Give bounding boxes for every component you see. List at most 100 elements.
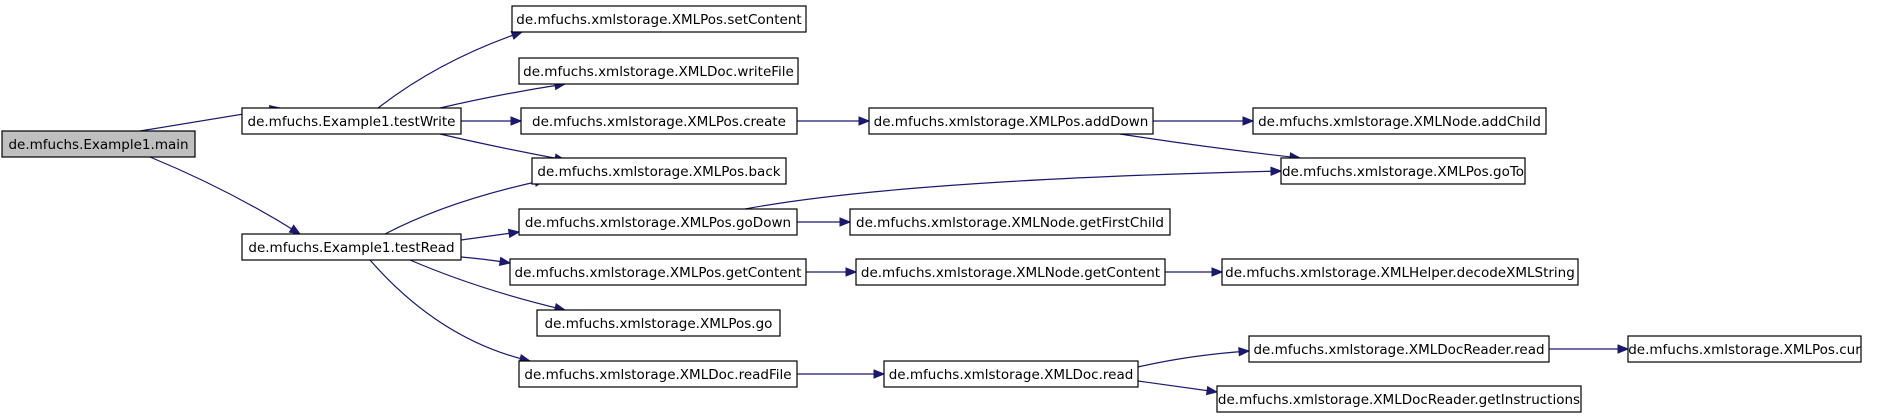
node-box[interactable] bbox=[520, 107, 798, 135]
node-label: de.mfuchs.xmlstorage.XMLPos.cur bbox=[1628, 342, 1861, 358]
edge-docRead-to-readerRead bbox=[1137, 347, 1251, 368]
nodes-layer: de.mfuchs.Example1.main de.mfuchs.Example… bbox=[1, 5, 1862, 413]
node-box[interactable] bbox=[509, 258, 807, 286]
edge-testWrite-to-create bbox=[461, 116, 523, 126]
edge-line bbox=[439, 133, 566, 161]
edge-docRead-to-getInstructions bbox=[1137, 380, 1219, 396]
node-box[interactable] bbox=[868, 107, 1154, 135]
node-box[interactable] bbox=[1221, 258, 1579, 286]
node-label: de.mfuchs.xmlstorage.XMLNode.getFirstChi… bbox=[856, 215, 1164, 231]
edge-addDown-to-goTo bbox=[1119, 133, 1302, 162]
node-getInstructions[interactable]: de.mfuchs.xmlstorage.XMLDocReader.getIns… bbox=[1216, 385, 1582, 413]
node-box[interactable] bbox=[536, 309, 781, 337]
node-box[interactable] bbox=[883, 360, 1139, 388]
node-addDown[interactable]: de.mfuchs.xmlstorage.XMLPos.addDown bbox=[868, 107, 1154, 135]
arrowhead-testWrite-create bbox=[510, 116, 523, 126]
node-label: de.mfuchs.xmlstorage.XMLHelper.decodeXML… bbox=[1225, 265, 1575, 281]
node-label: de.mfuchs.xmlstorage.XMLNode.addChild bbox=[1258, 114, 1541, 130]
arrowhead-main-testRead bbox=[288, 224, 302, 235]
node-testRead[interactable]: de.mfuchs.Example1.testRead bbox=[241, 233, 462, 261]
edge-create-to-addDown bbox=[797, 116, 871, 126]
edge-line bbox=[377, 31, 523, 109]
node-cur[interactable]: de.mfuchs.xmlstorage.XMLPos.cur bbox=[1627, 335, 1862, 363]
node-box[interactable] bbox=[531, 157, 787, 185]
arrowhead-docRead-readerRead bbox=[1238, 347, 1251, 357]
node-getContentPos[interactable]: de.mfuchs.xmlstorage.XMLPos.getContent bbox=[509, 258, 807, 286]
node-box[interactable] bbox=[855, 258, 1166, 286]
node-addChild[interactable]: de.mfuchs.xmlstorage.XMLNode.addChild bbox=[1252, 107, 1547, 135]
node-box[interactable] bbox=[518, 360, 798, 388]
edge-line bbox=[369, 259, 531, 362]
edge-main-to-testRead bbox=[149, 156, 302, 235]
edge-readFile-to-docRead bbox=[797, 369, 886, 379]
arrowhead-addDown-addChild bbox=[1242, 116, 1255, 126]
node-box[interactable] bbox=[511, 5, 807, 33]
edge-line bbox=[409, 259, 566, 311]
edge-testWrite-to-setContent bbox=[377, 30, 524, 109]
edge-goDown-to-getFirstChild bbox=[797, 217, 852, 227]
node-box[interactable] bbox=[849, 208, 1171, 236]
edge-getContentPos-to-getContentNode bbox=[806, 267, 858, 277]
node-back[interactable]: de.mfuchs.xmlstorage.XMLPos.back bbox=[531, 157, 787, 185]
node-goTo[interactable]: de.mfuchs.xmlstorage.XMLPos.goTo bbox=[1280, 157, 1526, 185]
edge-line bbox=[1119, 133, 1301, 159]
node-decode[interactable]: de.mfuchs.xmlstorage.XMLHelper.decodeXML… bbox=[1221, 258, 1579, 286]
arrowhead-create-addDown bbox=[858, 116, 871, 126]
node-box[interactable] bbox=[241, 107, 462, 135]
node-box[interactable] bbox=[1248, 335, 1550, 363]
arrowhead-goDown-goTo bbox=[1270, 166, 1283, 176]
node-box[interactable] bbox=[518, 57, 799, 85]
node-box[interactable] bbox=[1, 130, 196, 158]
node-label: de.mfuchs.xmlstorage.XMLPos.getContent bbox=[515, 265, 802, 281]
node-writeFile[interactable]: de.mfuchs.xmlstorage.XMLDoc.writeFile bbox=[518, 57, 799, 85]
node-label: de.mfuchs.xmlstorage.XMLNode.getContent bbox=[861, 265, 1160, 281]
edge-line bbox=[384, 179, 546, 235]
node-box[interactable] bbox=[518, 208, 798, 236]
node-docRead[interactable]: de.mfuchs.xmlstorage.XMLDoc.read bbox=[883, 360, 1139, 388]
arrowhead-readFile-docRead bbox=[873, 369, 886, 379]
arrowhead-testWrite-setContent bbox=[510, 30, 524, 40]
node-box[interactable] bbox=[1252, 107, 1547, 135]
node-box[interactable] bbox=[241, 233, 462, 261]
node-box[interactable] bbox=[1280, 157, 1526, 185]
node-main[interactable]: de.mfuchs.Example1.main bbox=[1, 130, 196, 158]
node-box[interactable] bbox=[1627, 335, 1862, 363]
node-getContentNode[interactable]: de.mfuchs.xmlstorage.XMLNode.getContent bbox=[855, 258, 1166, 286]
node-setContent[interactable]: de.mfuchs.xmlstorage.XMLPos.setContent bbox=[511, 5, 807, 33]
node-label: de.mfuchs.Example1.testRead bbox=[248, 240, 454, 256]
node-label: de.mfuchs.xmlstorage.XMLPos.create bbox=[532, 114, 786, 130]
arrowhead-docRead-getInstructions bbox=[1205, 385, 1219, 396]
node-label: de.mfuchs.Example1.main bbox=[8, 137, 188, 153]
edge-getContentNode-to-decode bbox=[1165, 267, 1224, 277]
node-label: de.mfuchs.xmlstorage.XMLDoc.read bbox=[889, 367, 1134, 383]
node-go[interactable]: de.mfuchs.xmlstorage.XMLPos.go bbox=[536, 309, 781, 337]
edge-testRead-to-getContentPos bbox=[460, 256, 512, 267]
edge-testWrite-to-writeFile bbox=[439, 80, 567, 109]
node-testWrite[interactable]: de.mfuchs.Example1.testWrite bbox=[241, 107, 462, 135]
arrowhead-getContentNode-decode bbox=[1211, 267, 1224, 277]
node-label: de.mfuchs.xmlstorage.XMLPos.setContent bbox=[516, 12, 801, 28]
node-goDown[interactable]: de.mfuchs.xmlstorage.XMLPos.goDown bbox=[518, 208, 798, 236]
arrowhead-readerRead-cur bbox=[1617, 344, 1630, 354]
edge-line bbox=[439, 83, 566, 109]
edge-testRead-to-goDown bbox=[460, 228, 521, 241]
node-create[interactable]: de.mfuchs.xmlstorage.XMLPos.create bbox=[520, 107, 798, 135]
node-label: de.mfuchs.xmlstorage.XMLDoc.writeFile bbox=[523, 64, 794, 80]
node-label: de.mfuchs.xmlstorage.XMLPos.goTo bbox=[1282, 164, 1524, 180]
node-label: de.mfuchs.xmlstorage.XMLPos.goDown bbox=[525, 215, 791, 231]
node-label: de.mfuchs.xmlstorage.XMLDocReader.getIns… bbox=[1218, 392, 1580, 408]
edge-line bbox=[744, 170, 1282, 210]
edge-line bbox=[1137, 380, 1218, 393]
node-readerRead[interactable]: de.mfuchs.xmlstorage.XMLDocReader.read bbox=[1248, 335, 1550, 363]
node-getFirstChild[interactable]: de.mfuchs.xmlstorage.XMLNode.getFirstChi… bbox=[849, 208, 1171, 236]
node-box[interactable] bbox=[1216, 385, 1582, 413]
edge-goDown-to-goTo bbox=[744, 166, 1283, 210]
edge-addDown-to-addChild bbox=[1153, 116, 1255, 126]
edge-line bbox=[1137, 350, 1250, 368]
arrowhead-getContentPos-getContentNode bbox=[845, 267, 858, 277]
arrowhead-testRead-getContentPos bbox=[498, 256, 512, 267]
node-label: de.mfuchs.xmlstorage.XMLPos.back bbox=[537, 164, 780, 180]
node-label: de.mfuchs.Example1.testWrite bbox=[248, 114, 456, 130]
node-readFile[interactable]: de.mfuchs.xmlstorage.XMLDoc.readFile bbox=[518, 360, 798, 388]
